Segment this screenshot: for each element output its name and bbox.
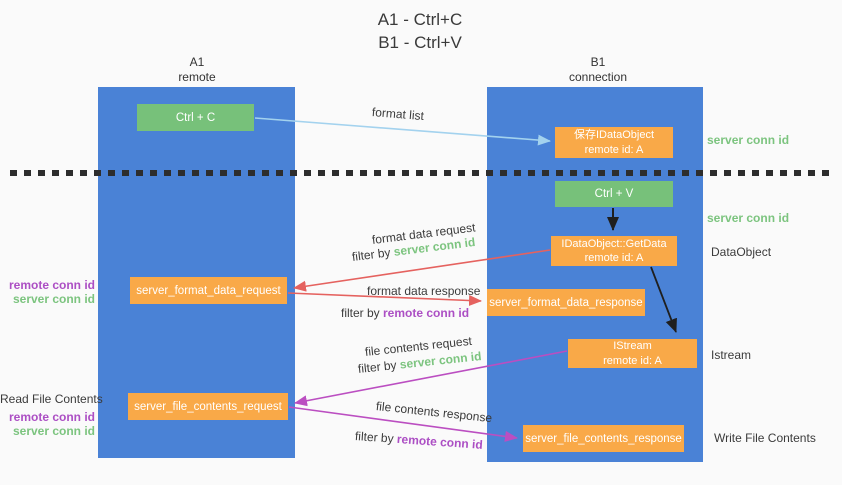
box-server-file-contents-response: server_file_contents_response bbox=[523, 425, 684, 452]
box-istream-line2: remote id: A bbox=[603, 354, 662, 367]
box-ctrl-c-label: Ctrl + C bbox=[175, 111, 216, 124]
remote-conn-id-text: remote conn id bbox=[396, 431, 484, 452]
box-save-idataobject: 保存IDataObject remote id: A bbox=[555, 127, 673, 158]
box-format-response-label: server_format_data_response bbox=[489, 296, 643, 309]
title-line-2: B1 - Ctrl+V bbox=[378, 32, 462, 52]
box-file-response-label: server_file_contents_response bbox=[525, 432, 682, 445]
right-label-server-conn-id-1: server conn id bbox=[707, 133, 790, 147]
filter-prefix: filter by bbox=[354, 429, 398, 446]
label-filter-by-remote-conn-1: filter by remote conn id bbox=[341, 306, 469, 320]
remote-conn-id-text: remote conn id bbox=[383, 306, 470, 320]
column-b1-subtitle: connection bbox=[568, 70, 628, 84]
left-label-remote-conn-id-2: remote conn id bbox=[8, 410, 95, 424]
right-label-dataobject: DataObject bbox=[711, 245, 772, 259]
box-ctrl-v-label: Ctrl + V bbox=[594, 188, 634, 200]
box-save-idataobject-line1: 保存IDataObject bbox=[573, 129, 655, 142]
left-label-read-file-contents: Read File Contents bbox=[0, 392, 103, 406]
box-server-format-data-response: server_format_data_response bbox=[487, 289, 645, 316]
column-a1-subtitle: remote bbox=[178, 70, 216, 84]
filter-prefix: filter by bbox=[351, 244, 395, 264]
title-line-1: A1 - Ctrl+C bbox=[377, 10, 463, 29]
right-label-istream: Istream bbox=[711, 348, 752, 362]
box-save-idataobject-line2: remote id: A bbox=[584, 143, 644, 156]
column-b1-name: B1 bbox=[590, 55, 606, 69]
filter-prefix: filter by bbox=[357, 357, 401, 376]
label-file-contents-response: file contents response bbox=[375, 399, 493, 426]
diagram-title: A1 - Ctrl+C B1 - Ctrl+V bbox=[300, 9, 540, 55]
box-istream: IStream remote id: A bbox=[568, 339, 697, 368]
column-a1-name: A1 bbox=[189, 55, 205, 69]
right-label-write-file-contents: Write File Contents bbox=[714, 431, 816, 445]
copy-paste-separator-line bbox=[10, 170, 832, 176]
left-label-remote-conn-id-1: remote conn id bbox=[8, 278, 95, 292]
box-format-request-label: server_format_data_request bbox=[136, 284, 281, 297]
column-header-b1: B1 connection bbox=[538, 55, 658, 85]
label-format-list: format list bbox=[371, 105, 425, 124]
left-label-server-conn-id-2: server conn id bbox=[12, 424, 95, 438]
right-label-server-conn-id-2: server conn id bbox=[707, 211, 790, 225]
column-header-a1: A1 remote bbox=[137, 55, 257, 85]
box-istream-line1: IStream bbox=[613, 340, 652, 353]
box-server-format-data-request: server_format_data_request bbox=[130, 277, 287, 304]
label-filter-by-remote-conn-2: filter by remote conn id bbox=[355, 429, 484, 452]
label-format-data-response: format data response bbox=[367, 284, 481, 298]
box-idataobject-getdata: IDataObject::GetData remote id: A bbox=[551, 236, 677, 266]
box-ctrl-v: Ctrl + V bbox=[555, 181, 673, 207]
box-getdata-line1: IDataObject::GetData bbox=[561, 237, 667, 250]
box-ctrl-c: Ctrl + C bbox=[137, 104, 254, 131]
left-label-server-conn-id-1: server conn id bbox=[12, 292, 95, 306]
box-getdata-line2: remote id: A bbox=[584, 252, 644, 264]
box-file-request-label: server_file_contents_request bbox=[134, 400, 282, 413]
filter-prefix: filter by bbox=[341, 306, 384, 320]
box-server-file-contents-request: server_file_contents_request bbox=[128, 393, 288, 420]
